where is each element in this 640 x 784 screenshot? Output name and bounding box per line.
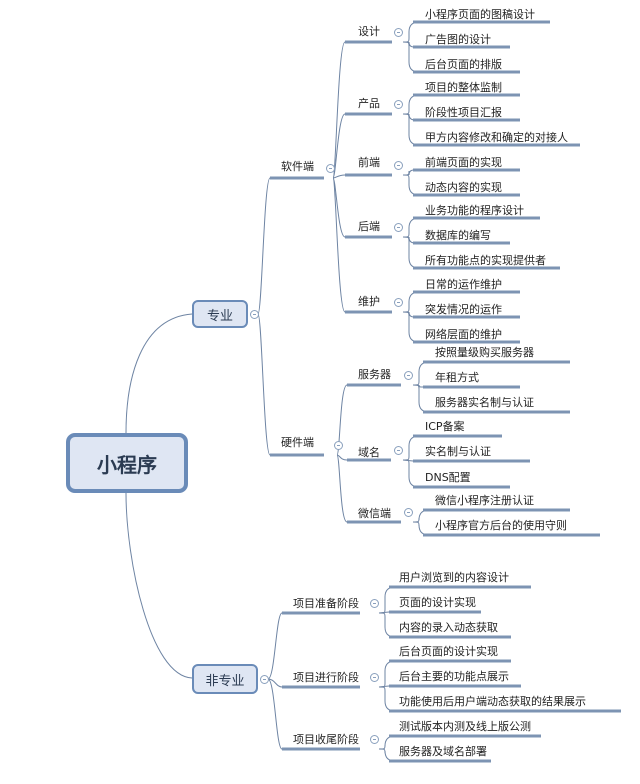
leaf-node[interactable]: 数据库的编写 [425, 229, 491, 242]
leaf-node[interactable]: 日常的运作维护 [425, 278, 502, 291]
connector [402, 435, 420, 461]
collapse-toggle-icon[interactable] [370, 673, 379, 682]
connector [378, 686, 396, 712]
leaf-node[interactable]: 业务功能的程序设计 [425, 204, 524, 217]
node-phase[interactable]: 项目准备阶段 [293, 597, 359, 610]
leaf-node[interactable]: 实名制与认证 [425, 445, 491, 458]
connector [378, 748, 396, 762]
node-phase[interactable]: 项目收尾阶段 [293, 733, 359, 746]
leaf-node[interactable]: 用户浏览到的内容设计 [399, 571, 509, 584]
branch-feizhuanye[interactable]: 非专业 [192, 664, 258, 694]
leaf-node[interactable]: 服务器实名制与认证 [435, 396, 534, 409]
connector [412, 384, 430, 413]
connector [378, 660, 396, 688]
connector [402, 217, 420, 238]
leaf-node[interactable]: 按照量级购买服务器 [435, 346, 534, 359]
connector [267, 678, 283, 750]
connector [257, 177, 271, 315]
connector [336, 454, 348, 523]
leaf-node[interactable]: 功能使用后用户端动态获取的结果展示 [399, 695, 586, 708]
node-software-category[interactable]: 前端 [358, 156, 380, 169]
connector [267, 612, 283, 680]
branch-zhuanye-label: 专业 [206, 308, 233, 324]
node-hardware[interactable]: 硬件端 [281, 436, 314, 449]
collapse-toggle-icon[interactable] [370, 735, 379, 744]
node-hardware-category[interactable]: 服务器 [358, 368, 391, 381]
collapse-toggle-icon[interactable] [394, 28, 403, 37]
node-software-category[interactable]: 后端 [358, 220, 380, 233]
collapse-toggle-icon[interactable] [370, 599, 379, 608]
leaf-node[interactable]: 广告图的设计 [425, 33, 491, 46]
branch-zhuanye[interactable]: 专业 [192, 300, 248, 328]
leaf-node[interactable]: 甲方内容修改和确定的对接人 [425, 131, 568, 144]
collapse-toggle-icon[interactable] [394, 298, 403, 307]
leaf-node[interactable]: 所有功能点的实现提供者 [425, 254, 546, 267]
collapse-toggle-icon[interactable] [394, 100, 403, 109]
leaf-node[interactable]: 小程序官方后台的使用守则 [435, 519, 567, 532]
node-software[interactable]: 软件端 [281, 160, 314, 173]
connector [402, 291, 420, 313]
collapse-toggle-icon[interactable] [404, 371, 413, 380]
connector [378, 735, 396, 750]
connector [402, 459, 420, 488]
collapse-toggle-icon[interactable] [394, 161, 403, 170]
root-to-feizhuanye [125, 492, 193, 679]
node-software-category[interactable]: 设计 [358, 25, 380, 38]
connector [378, 612, 396, 638]
leaf-node[interactable]: 页面的设计实现 [399, 596, 476, 609]
connector [402, 169, 415, 176]
node-software-category[interactable]: 产品 [358, 97, 380, 110]
leaf-node[interactable]: 内容的录入动态获取 [399, 621, 498, 634]
connector [412, 521, 430, 536]
connector [267, 678, 283, 688]
connector [332, 177, 346, 313]
leaf-node[interactable]: 后台页面的设计实现 [399, 645, 498, 658]
leaf-node[interactable]: 前端页面的实现 [425, 156, 502, 169]
leaf-node[interactable]: 微信小程序注册认证 [435, 494, 534, 507]
root-to-zhuanye [125, 313, 193, 434]
collapse-toggle-icon[interactable] [334, 441, 343, 450]
collapse-toggle-icon[interactable] [404, 508, 413, 517]
leaf-node[interactable]: 后台主要的功能点展示 [399, 670, 509, 683]
feizhuanye-collapse-icon[interactable] [260, 675, 269, 684]
leaf-node[interactable]: 测试版本内测及线上版公测 [399, 720, 531, 733]
leaf-node[interactable]: DNS配置 [425, 471, 471, 484]
connector [332, 174, 346, 179]
branch-feizhuanye-label: 非专业 [205, 673, 245, 689]
connector [402, 21, 420, 43]
root-node-label: 小程序 [97, 452, 157, 477]
collapse-toggle-icon[interactable] [326, 164, 335, 173]
zhuanye-collapse-icon[interactable] [250, 310, 259, 319]
leaf-node[interactable]: 突发情况的运作 [425, 303, 502, 316]
leaf-node[interactable]: 服务器及域名部署 [399, 745, 487, 758]
connector [378, 586, 396, 614]
connector [332, 113, 346, 179]
leaf-node[interactable]: 网络层面的维护 [425, 328, 502, 341]
node-phase[interactable]: 项目进行阶段 [293, 671, 359, 684]
connector [402, 94, 420, 115]
connector [332, 41, 346, 179]
connector [332, 177, 346, 238]
connector [402, 174, 420, 196]
collapse-toggle-icon[interactable] [394, 446, 403, 455]
leaf-node[interactable]: 阶段性项目汇报 [425, 106, 502, 119]
collapse-toggle-icon[interactable] [394, 223, 403, 232]
connector [336, 454, 348, 461]
leaf-node[interactable]: 后台页面的排版 [425, 58, 502, 71]
root-node[interactable]: 小程序 [66, 433, 188, 493]
connector [412, 509, 430, 523]
connector [257, 313, 271, 456]
node-hardware-category[interactable]: 微信端 [358, 507, 391, 520]
leaf-node[interactable]: 动态内容的实现 [425, 181, 502, 194]
leaf-node[interactable]: 小程序页面的图稿设计 [425, 8, 535, 21]
leaf-node[interactable]: ICP备案 [425, 420, 465, 433]
leaf-node[interactable]: 项目的整体监制 [425, 81, 502, 94]
connector [412, 361, 430, 386]
connector [336, 384, 348, 456]
node-hardware-category[interactable]: 域名 [358, 446, 380, 459]
node-software-category[interactable]: 维护 [358, 295, 380, 308]
leaf-node[interactable]: 年租方式 [435, 371, 479, 384]
